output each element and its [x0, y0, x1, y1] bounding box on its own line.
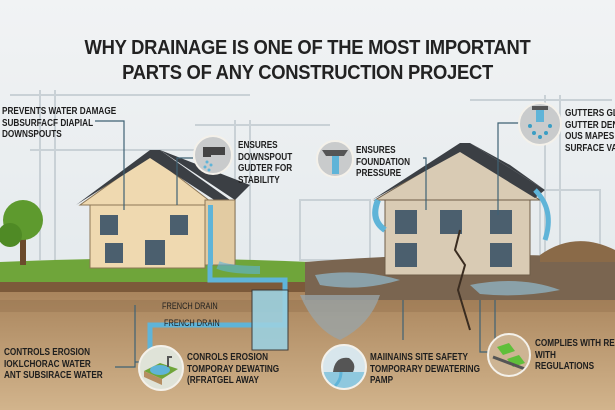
french-drain-label: FRENCH DRAIN	[162, 301, 218, 311]
callout-text: SURFACE VA	[565, 142, 615, 154]
callout-text: ANT SUBSIRACE WATER	[4, 370, 103, 381]
callout-ensures-foundation: ENSURES FOUNDATION PRESSURE	[356, 145, 410, 180]
callout-controls-erosion-left: CONTROLS EROSION IOKLCHORAC WATER ANT SU…	[4, 347, 103, 382]
pond-icon	[138, 345, 184, 391]
french-drain-label: FRENCH DRAIN	[164, 318, 220, 328]
callout-text: REGULATIONS	[535, 361, 595, 372]
leader-lines	[95, 120, 520, 368]
callout-text: GUTTERS GL	[565, 108, 615, 119]
callout-text: PREVENTS WATER DAMAGE	[2, 106, 117, 117]
callout-text: ENSURES	[238, 140, 278, 151]
callout-text: STABILITY	[238, 174, 280, 186]
callout-gutters: GUTTERS GL GUTTER DEN OUS MAPES SURFACE …	[565, 108, 615, 154]
tree	[0, 200, 43, 265]
title-line-1: WHY DRAINAGE IS ONE OF THE MOST IMPORTAN…	[84, 37, 531, 59]
callout-text: ENSURES	[356, 145, 396, 156]
callout-text: WITH	[535, 349, 556, 361]
callout-text: PRESSURE	[356, 168, 402, 179]
callout-text: FOUNDATION	[356, 156, 411, 168]
callout-prevents-water-damage: PREVENTS WATER DAMAGE SUBSURFACF DIAPIAL…	[2, 106, 116, 141]
callout-text: SUBSURFACF DIAPIAL	[2, 117, 94, 129]
callout-text: CONROLS EROSION	[187, 352, 269, 363]
callout-ensures-downspout: ENSURES DOWNSPOUT GUDTER FOR STABILITY	[238, 140, 292, 186]
house-left	[76, 150, 250, 269]
callout-text: DOWNSPOUT	[238, 151, 293, 163]
foundation-gutter-icon	[316, 140, 354, 178]
callout-text: OUS MAPES	[565, 131, 615, 142]
callout-text: GUTTER DEN	[565, 119, 615, 131]
callout-maintains-site-safety: MAIINAINS SITE SAFETY TOMPORARY DEWATERI…	[370, 352, 480, 387]
callout-text: COMPLIES WITH RE	[535, 338, 615, 349]
callout-text: (RFRATGEL AWAY	[187, 375, 259, 386]
callout-text: TOMPORAY DEWATING	[187, 363, 280, 375]
callout-text: PAMP	[370, 375, 394, 386]
callout-complies-regulations: COMPLIES WITH RE WITH REGULATIONS	[535, 338, 615, 373]
downspout-icon	[193, 135, 233, 175]
callout-text: CONTROLS EROSION	[4, 347, 91, 358]
callout-controls-erosion-center: CONROLS EROSION TOMPORAY DEWATING (RFRAT…	[187, 352, 279, 387]
title-line-2: PARTS OF ANY CONSTRUCTION PROJECT	[122, 62, 493, 84]
house-right	[372, 143, 551, 331]
page-title: WHY DRAINAGE IS ONE OF THE MOST IMPORTAN…	[25, 36, 591, 86]
regulations-grid-icon	[487, 333, 531, 377]
callout-text: GUDTER FOR	[238, 163, 293, 174]
callout-text: TOMPORARY DEWATERING	[370, 363, 480, 375]
dewatering-pump-icon	[321, 344, 367, 390]
catch-basin	[251, 289, 289, 351]
callout-text: DOWNSPOUTS	[2, 129, 62, 140]
callout-text: IOKLCHORAC WATER	[4, 358, 91, 370]
gutter-splash-icon	[518, 102, 562, 146]
callout-text: MAIINAINS SITE SAFETY	[370, 352, 468, 363]
